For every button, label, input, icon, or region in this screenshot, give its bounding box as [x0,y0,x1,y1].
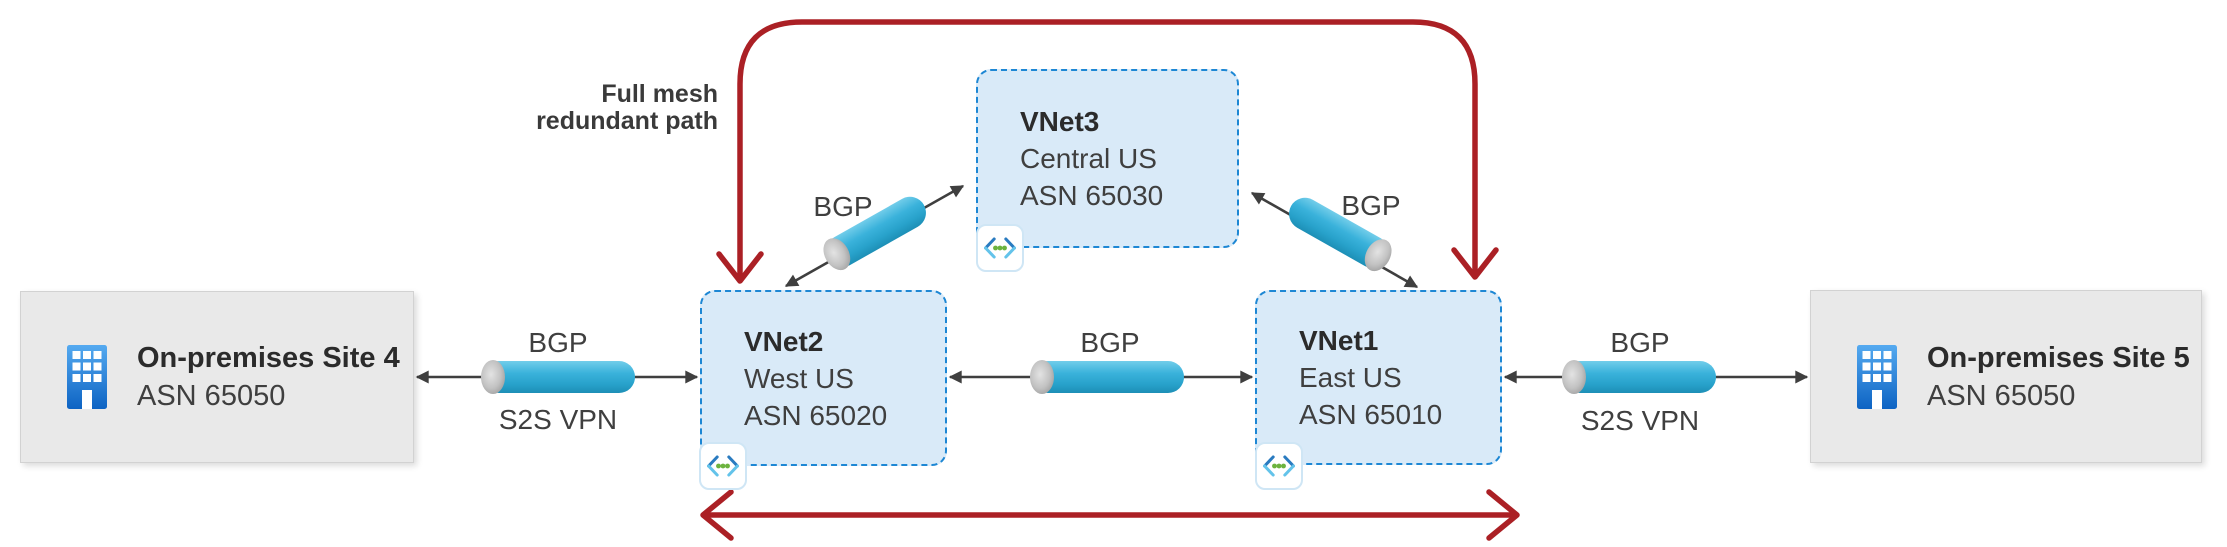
vnet1-region: East US [1299,362,1402,393]
arc-left-arrowhead-icon [716,251,764,284]
vpn-tunnel-icon [1030,360,1184,394]
vnet2-title: VNet2 [744,325,824,357]
s2s-vpn-label-right: S2S VPN [1580,405,1700,436]
bottom-right-arrowhead-icon [1486,489,1520,541]
site4-asn: ASN 65050 [137,380,286,412]
vnet2-region: West US [744,362,854,394]
full-mesh-arc-path [737,19,1478,281]
arc-right-arrowhead-icon [1451,247,1499,280]
vnet3-asn: ASN 65030 [1020,180,1164,211]
bgp-label-vnet2-vnet3: BGP [813,191,873,222]
building-windows [72,351,102,409]
tunnel-open-end [1030,360,1054,394]
building-windows [1862,350,1892,409]
vpn-tunnel-icon [481,360,635,394]
building-icon [1857,344,1897,409]
vnet3-title: VNet3 [1020,106,1100,137]
on-premises-site5-box: On-premises Site 5 ASN 65050 [1810,290,2202,463]
vnet1-box: VNet1 East US ASN 65010 [1255,290,1502,465]
vnet3-region: Central US [1020,143,1157,174]
vnet1-asn: ASN 65010 [1299,399,1443,430]
full-mesh-annotation-line2: redundant path [536,107,718,135]
site5-text: On-premises Site 5 ASN 65050 [1927,339,2190,415]
bgp-label-vnet1-site5: BGP [1610,327,1670,358]
full-mesh-annotation: Full mesh redundant path [420,81,718,135]
bgp-label-vnet2-vnet1: BGP [1080,327,1140,358]
bgp-label-vnet3-vnet1: BGP [1341,190,1401,221]
tunnel-open-end [481,360,505,394]
bottom-left-arrowhead-icon [700,489,734,541]
building-icon [67,345,107,409]
site5-asn: ASN 65050 [1927,379,2076,412]
vnet1-title: VNet1 [1299,325,1379,356]
s2s-vpn-label-left: S2S VPN [498,404,618,435]
full-mesh-arc-arrow [716,19,1499,284]
bgp-label-site4-vnet2: BGP [528,327,588,358]
vpn-tunnel-icon [1562,360,1716,394]
full-mesh-annotation-line1: Full mesh [601,80,718,108]
site4-text: On-premises Site 4 ASN 65050 [137,339,400,415]
site5-title: On-premises Site 5 [1927,341,2190,374]
vnet3-virtual-network-icon [976,224,1024,272]
redundant-path-double-arrow [700,489,1520,541]
on-premises-site4-box: On-premises Site 4 ASN 65050 [20,291,414,463]
vnet2-virtual-network-icon [699,442,747,490]
vnet1-virtual-network-icon [1255,442,1303,490]
tunnel-open-end [1562,360,1586,394]
vnet2-box: VNet2 West US ASN 65020 [700,290,947,466]
site4-title: On-premises Site 4 [137,342,400,374]
vnet2-asn: ASN 65020 [744,399,888,431]
vnet3-box: VNet3 Central US ASN 65030 [976,69,1239,248]
